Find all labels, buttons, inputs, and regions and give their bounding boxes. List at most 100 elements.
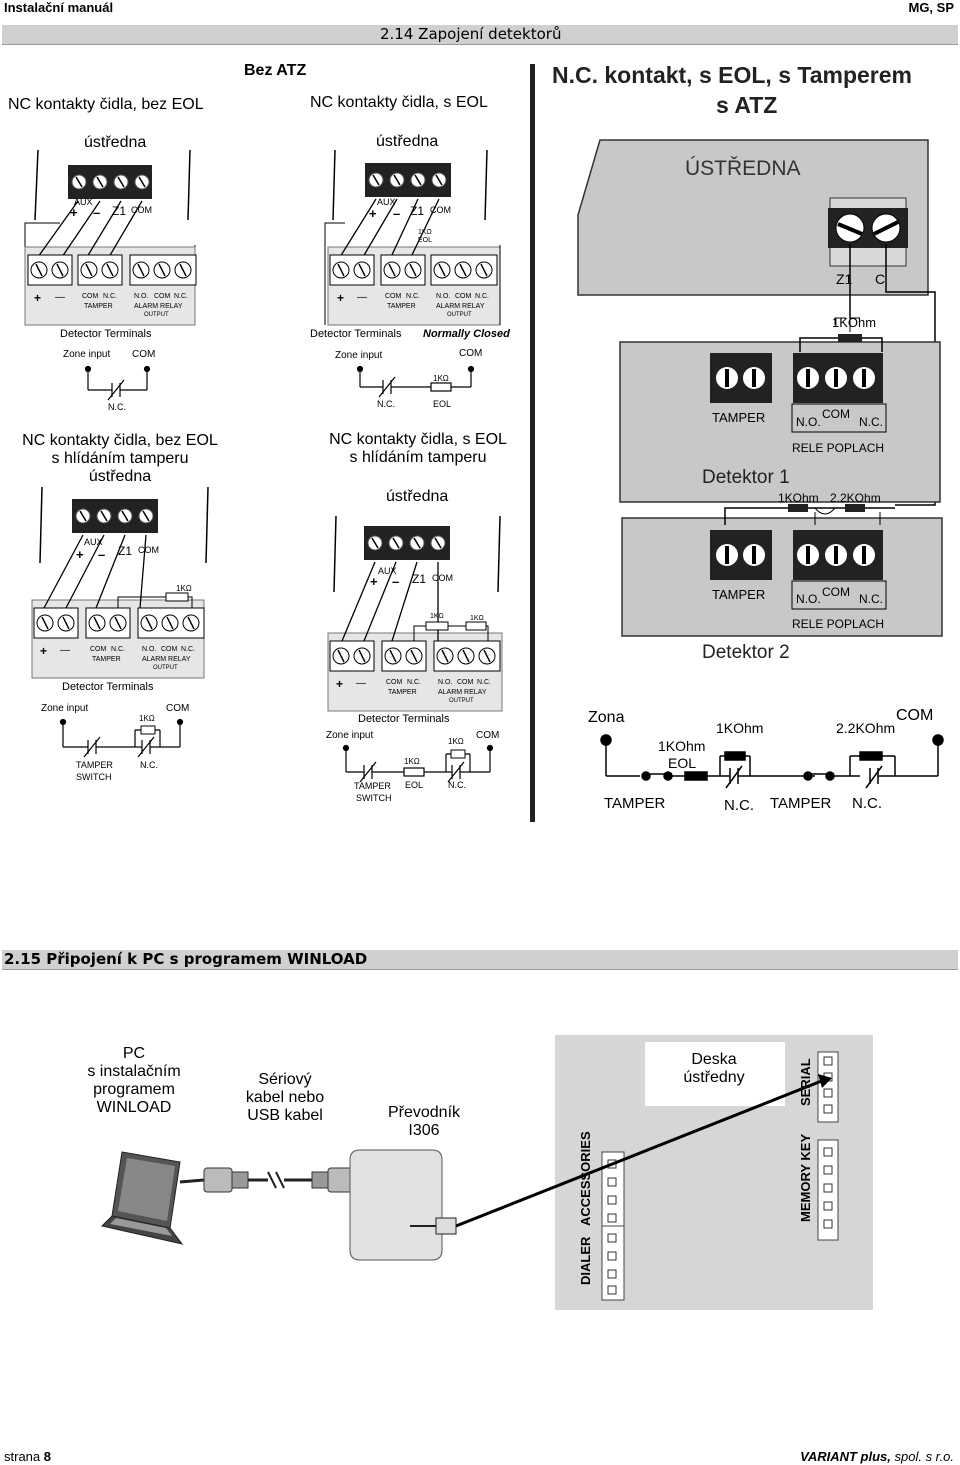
svg-text:1KΩ: 1KΩ (448, 737, 464, 746)
svg-text:Normally Closed: Normally Closed (423, 328, 510, 340)
svg-text:N.O.: N.O. (796, 415, 821, 429)
svg-text:TAMPER: TAMPER (84, 303, 113, 310)
svg-text:Zone input: Zone input (63, 349, 110, 360)
svg-text:1KOhm: 1KOhm (658, 738, 705, 754)
svg-text:N.C.: N.C. (103, 293, 117, 300)
svg-text:TAMPER: TAMPER (388, 689, 417, 696)
svg-text:COM: COM (138, 545, 159, 555)
svg-text:COM: COM (154, 293, 171, 300)
dialer-port-label: DIALER (578, 1236, 593, 1285)
svg-text:COM: COM (385, 293, 402, 300)
detector-terminals-label: Detector Terminals (60, 328, 152, 340)
svg-text:1KΩ: 1KΩ (176, 584, 192, 593)
diagram-c-title: NC kontakty čidla, bez EOL s hlídáním ta… (22, 432, 218, 485)
svg-text:1KΩ: 1KΩ (404, 757, 420, 766)
svg-text:COM: COM (386, 679, 403, 686)
svg-text:ALARM RELAY: ALARM RELAY (438, 689, 487, 696)
svg-text:TAMPER: TAMPER (387, 303, 416, 310)
manual-title: Instalační manuál (4, 0, 114, 15)
diagram-nc-eol-tamper-atz: ÚSTŘEDNA Z1 C 1KOhm TAMPER N.O. COM N.C.… (577, 139, 944, 814)
svg-text:AUX: AUX (378, 566, 397, 576)
diagram-d-title: NC kontakty čidla, s EOL s hlídáním tamp… (329, 431, 507, 466)
svg-text:N.C.: N.C. (448, 780, 466, 790)
svg-text:N.C.: N.C. (407, 679, 421, 686)
svg-text:COM: COM (82, 293, 99, 300)
svg-text:TAMPER: TAMPER (604, 795, 666, 812)
svg-text:1KΩ: 1KΩ (470, 615, 484, 622)
svg-text:COM: COM (896, 707, 933, 724)
svg-text:COM: COM (822, 407, 850, 421)
svg-text:C: C (875, 271, 885, 287)
svg-text:+: + (370, 574, 378, 589)
section-bar-2-15 (2, 950, 958, 970)
svg-text:N.C.: N.C. (724, 797, 754, 814)
right-diagram-title: N.C. kontakt, s EOL, s Tamperem (552, 62, 913, 88)
svg-text:Z1: Z1 (412, 572, 426, 586)
svg-text:N.C.: N.C. (406, 293, 420, 300)
svg-text:+: + (70, 205, 78, 220)
svg-text:1KΩ: 1KΩ (433, 374, 449, 383)
svg-text:AUX: AUX (84, 537, 103, 547)
svg-text:COM: COM (90, 646, 107, 653)
svg-text:OUTPUT: OUTPUT (447, 312, 472, 318)
svg-text:N.C.: N.C. (377, 399, 395, 409)
svg-text:1KOhm: 1KOhm (778, 491, 819, 505)
accessories-port-label: ACCESSORIES (578, 1131, 593, 1226)
svg-text:2.2KOhm: 2.2KOhm (830, 491, 881, 505)
svg-text:–: – (93, 205, 100, 220)
svg-text:Detector Terminals: Detector Terminals (310, 328, 402, 340)
svg-text:1KOhm: 1KOhm (716, 720, 763, 736)
svg-text:N.C.: N.C. (111, 646, 125, 653)
svg-text:Detector Terminals: Detector Terminals (62, 681, 154, 693)
svg-text:+: + (34, 291, 41, 305)
svg-text:—: — (55, 292, 65, 303)
svg-text:EOL: EOL (418, 237, 432, 244)
winload-connection-illustration: SERIAL MEMORY KEY DIALER ACCESSORIES (101, 1035, 873, 1310)
svg-text:Z1: Z1 (836, 271, 853, 287)
svg-text:–: – (392, 574, 399, 589)
svg-text:Zona: Zona (588, 709, 625, 726)
svg-text:OUTPUT: OUTPUT (153, 665, 178, 671)
svg-text:COM: COM (132, 349, 155, 360)
svg-text:N.O.: N.O. (438, 679, 452, 686)
svg-text:1KOhm: 1KOhm (832, 315, 876, 330)
svg-text:Detector Terminals: Detector Terminals (358, 713, 450, 725)
svg-text:N.C.: N.C. (475, 293, 489, 300)
memory-key-port-label: MEMORY KEY (798, 1134, 813, 1222)
svg-text:TAMPER: TAMPER (770, 795, 832, 812)
svg-text:SWITCH: SWITCH (356, 793, 392, 803)
svg-text:+: + (336, 677, 343, 691)
diagram-b-title: NC kontakty čidla, s EOL (310, 94, 488, 111)
svg-text:—: — (60, 645, 70, 656)
svg-text:Zone input: Zone input (41, 703, 88, 714)
diagram-b-panel-label: ústředna (376, 133, 439, 150)
svg-text:COM: COM (131, 205, 152, 215)
svg-text:AUX: AUX (377, 197, 396, 207)
svg-text:COM: COM (457, 679, 474, 686)
pc-label: PC s instalačním programem WINLOAD (87, 1045, 181, 1116)
svg-text:TAMPER: TAMPER (76, 760, 113, 770)
converter-label: Převodník I306 (387, 1104, 461, 1139)
svg-text:N.C.: N.C. (477, 679, 491, 686)
svg-text:COM: COM (822, 585, 850, 599)
svg-text:ALARM RELAY: ALARM RELAY (142, 656, 191, 663)
svg-text:COM: COM (161, 646, 178, 653)
svg-text:EOL: EOL (668, 755, 696, 771)
svg-text:COM: COM (430, 205, 451, 215)
control-board-label: Deska ústředny (683, 1051, 745, 1086)
svg-text:+: + (337, 291, 344, 305)
svg-text:–: – (393, 206, 400, 221)
svg-text:ALARM RELAY: ALARM RELAY (134, 303, 183, 310)
svg-text:SWITCH: SWITCH (76, 772, 112, 782)
svg-text:2.2KOhm: 2.2KOhm (836, 720, 895, 736)
detector-2-label: Detektor 2 (702, 642, 790, 663)
svg-text:ALARM RELAY: ALARM RELAY (436, 303, 485, 310)
svg-text:EOL: EOL (433, 399, 451, 409)
section-title-2-15: 2.15 Připojení k PC s programem WINLOAD (4, 950, 368, 968)
bez-atz-label: Bez ATZ (244, 62, 307, 79)
serial-port-label: SERIAL (798, 1058, 813, 1106)
